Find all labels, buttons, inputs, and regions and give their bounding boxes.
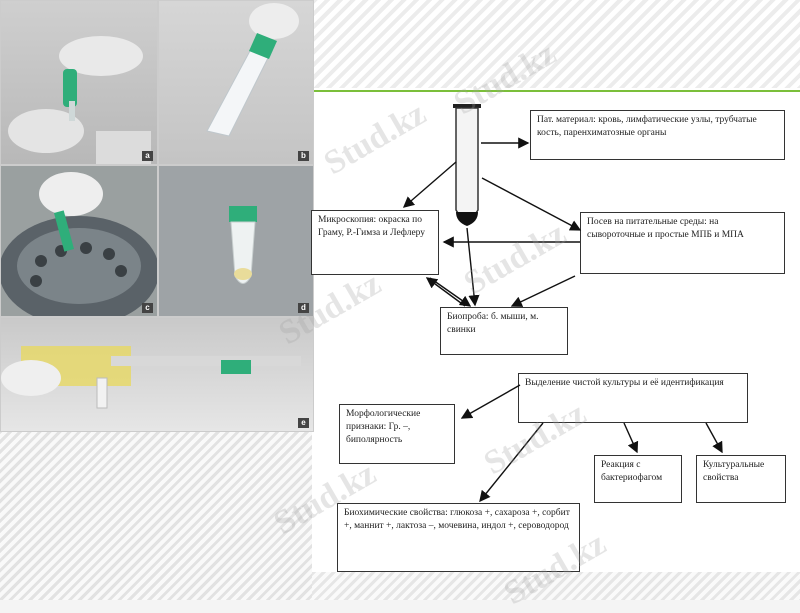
accent-rule	[312, 90, 800, 92]
decor-stripes-top	[312, 0, 800, 88]
photo-label: c	[142, 303, 153, 313]
photo-label: e	[298, 418, 309, 428]
box-material: Пат. материал: кровь, лимфатические узлы…	[530, 110, 785, 160]
box-biochem: Биохимические свойства: глюкоза +, сахар…	[337, 503, 580, 572]
decor-stripes-bottom	[312, 572, 800, 600]
photo-label: d	[298, 303, 309, 313]
photo-c: c	[0, 165, 158, 317]
photo-e: e	[0, 317, 314, 432]
decor-stripes-left	[0, 430, 312, 600]
photo-label: a	[142, 151, 153, 161]
box-cultural: Культуральные свойства	[696, 455, 786, 503]
photo-e-illustration	[1, 346, 301, 409]
photo-a: a	[0, 0, 158, 165]
photo-b-illustration	[206, 3, 299, 137]
box-isolation: Выделение чистой культуры и её идентифик…	[518, 373, 748, 423]
box-sowing: Посев на питательные среды: на сывороточ…	[580, 212, 785, 274]
box-bioprobe: Биопроба: б. мыши, м. свинки	[440, 307, 568, 355]
photo-label: b	[298, 151, 309, 161]
box-bacteriophage: Реакция с бактериофагом	[594, 455, 682, 503]
photo-c-illustration	[1, 172, 157, 316]
test-tube-icon	[453, 104, 481, 226]
photo-b: b	[158, 0, 314, 165]
photo-d-illustration	[229, 206, 257, 284]
box-morphology: Морфологические признаки: Гр. –, биполяр…	[339, 404, 455, 464]
diagram-arrows	[402, 104, 723, 503]
box-microscopy: Микроскопия: окраска по Граму, Р.-Гимза …	[311, 210, 439, 275]
photo-d: d	[158, 165, 314, 317]
photo-a-illustration	[8, 36, 151, 164]
